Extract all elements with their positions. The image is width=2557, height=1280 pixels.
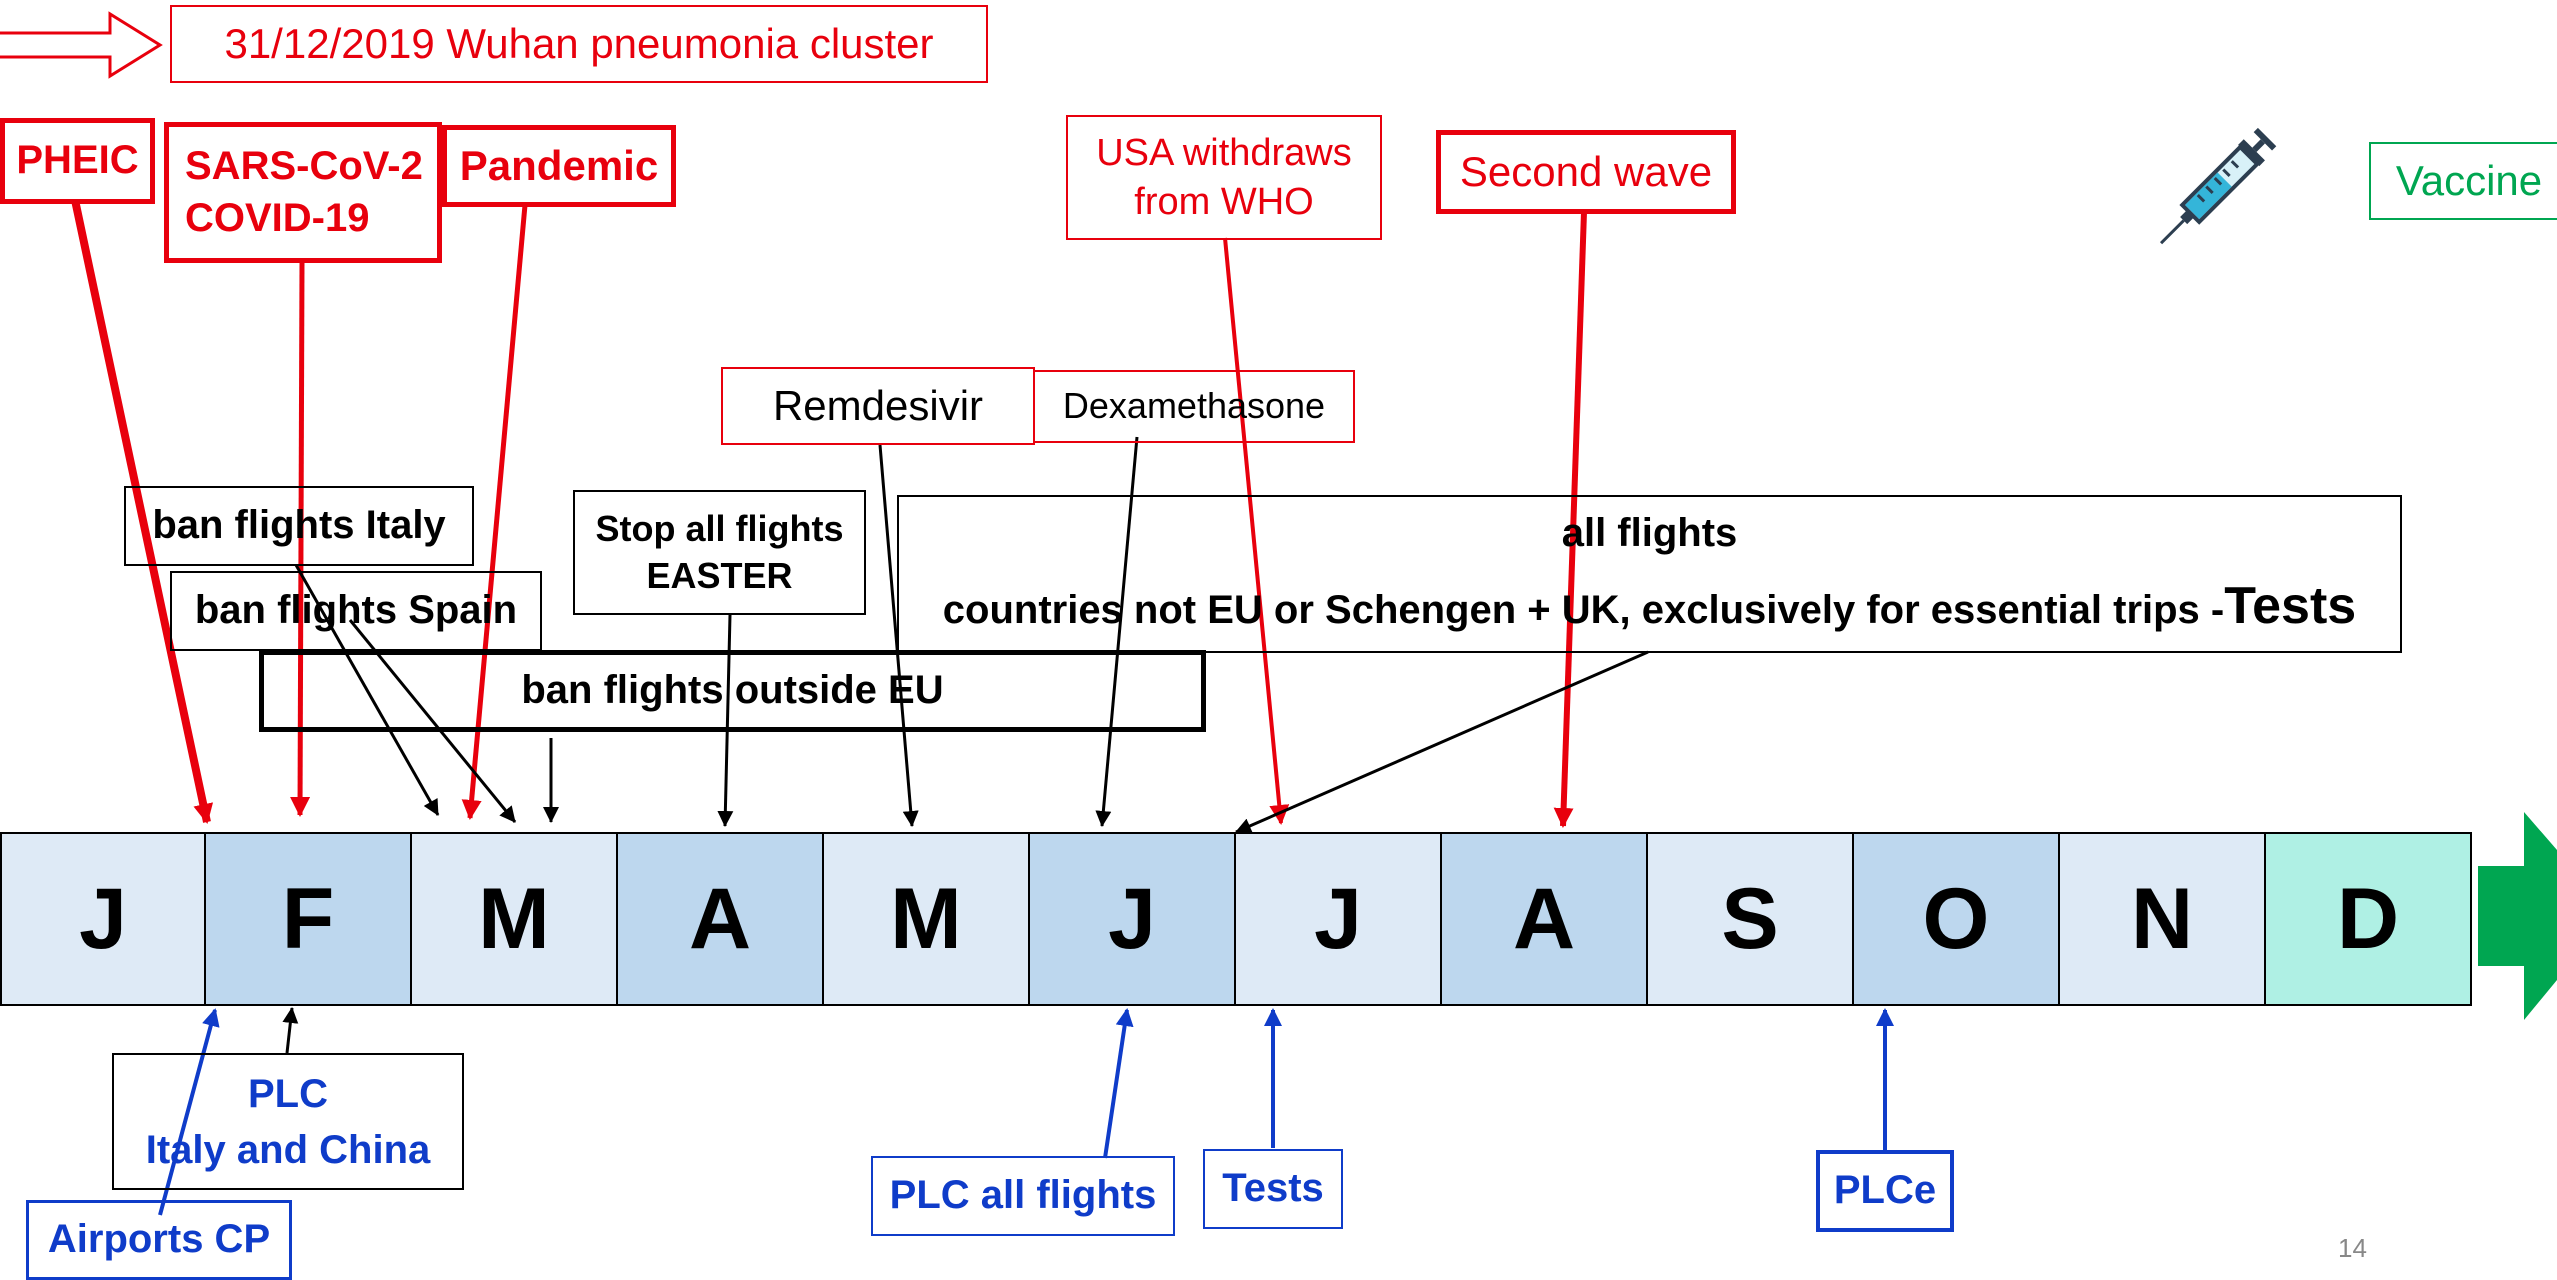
remdesivir-arrow bbox=[878, 444, 919, 827]
all-flights-detail: countries not EU or Schengen + UK, exclu… bbox=[942, 588, 2225, 633]
second-wave-arrow bbox=[1553, 211, 1587, 828]
month-jun: J bbox=[1030, 832, 1236, 1006]
tests-label: Tests bbox=[1203, 1149, 1343, 1229]
all-flights-tests: Tests bbox=[2224, 577, 2357, 636]
plc-all-flights-label: PLC all flights bbox=[871, 1156, 1175, 1236]
syringe-icon bbox=[2159, 127, 2277, 245]
month-feb: F bbox=[206, 832, 412, 1006]
header-block-arrow bbox=[0, 11, 163, 79]
usa-arrow bbox=[1223, 237, 1290, 825]
all-flights-box: all flights countries not EU or Schengen… bbox=[897, 495, 2402, 653]
stop-all-flights-label: Stop all flights EASTER bbox=[573, 490, 866, 615]
pheic-label: PHEIC bbox=[0, 118, 155, 204]
pandemic-label: Pandemic bbox=[442, 125, 676, 207]
dexamethasone-label: Dexamethasone bbox=[1033, 370, 1355, 443]
month-mar: M bbox=[412, 832, 618, 1006]
pheic-arrow bbox=[71, 199, 214, 824]
remdesivir-label: Remdesivir bbox=[721, 367, 1035, 445]
month-sep: S bbox=[1648, 832, 1854, 1006]
sars-cov-2-label: SARS-CoV-2 COVID-19 bbox=[164, 122, 442, 263]
plc-italy-china-arrow bbox=[282, 1007, 299, 1054]
timeline-continue-arrow bbox=[2478, 812, 2557, 1020]
pandemic-arrow bbox=[461, 204, 528, 820]
all-flights-detail-line: countries not EU or Schengen + UK, exclu… bbox=[943, 573, 2356, 640]
all-flights-arrow bbox=[1235, 650, 1649, 834]
usa-withdraws-label: USA withdraws from WHO bbox=[1066, 115, 1382, 240]
airports-cp-label: Airports CP bbox=[26, 1200, 292, 1280]
month-aug: A bbox=[1442, 832, 1648, 1006]
page-number: 14 bbox=[2338, 1233, 2367, 1263]
ban-flights-spain-label: ban flights Spain bbox=[170, 571, 542, 651]
month-jul: J bbox=[1236, 832, 1442, 1006]
vaccine-label: Vaccine bbox=[2369, 142, 2557, 220]
wuhan-cluster-label: 31/12/2019 Wuhan pneumonia cluster bbox=[170, 5, 988, 83]
plce-label: PLCe bbox=[1816, 1150, 1954, 1232]
ban-flights-italy-label: ban flights Italy bbox=[124, 486, 474, 566]
airports-cp-arrow bbox=[158, 1008, 220, 1216]
second-wave-label: Second wave bbox=[1436, 130, 1736, 214]
month-oct: O bbox=[1854, 832, 2060, 1006]
all-flights-title: all flights bbox=[1561, 511, 1738, 556]
month-jan: J bbox=[0, 832, 206, 1006]
month-nov: N bbox=[2060, 832, 2266, 1006]
plc-all-flights-arrow bbox=[1103, 1008, 1134, 1159]
month-may: M bbox=[824, 832, 1030, 1006]
plc-italy-china-label: PLC Italy and China bbox=[112, 1053, 464, 1190]
sars-arrow bbox=[290, 261, 311, 817]
ban-italy-arrow bbox=[294, 564, 440, 816]
dexamethasone-arrow bbox=[1095, 436, 1139, 827]
ban-flights-outside-eu-label: ban flights outside EU bbox=[259, 650, 1206, 732]
month-timeline: J F M A M J J A S O N D bbox=[0, 832, 2472, 1006]
month-apr: A bbox=[618, 832, 824, 1006]
month-dec: D bbox=[2266, 832, 2472, 1006]
